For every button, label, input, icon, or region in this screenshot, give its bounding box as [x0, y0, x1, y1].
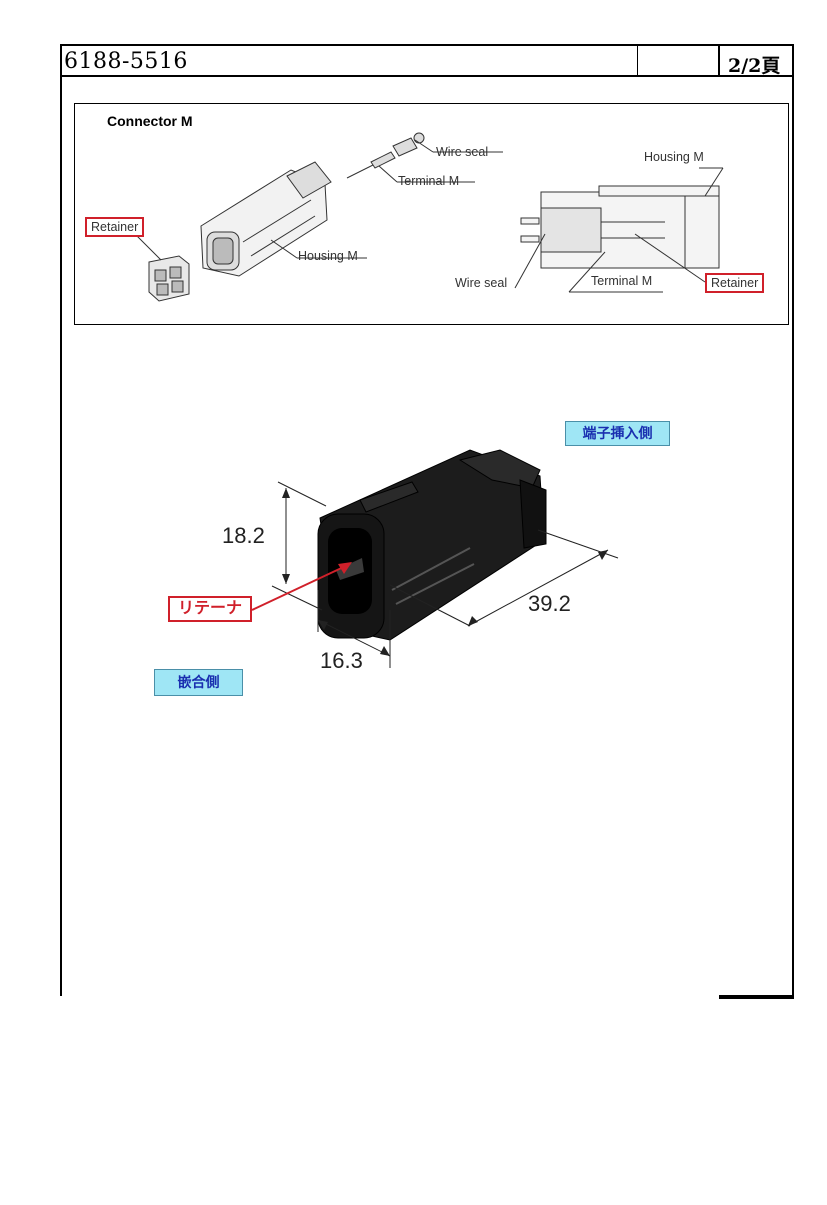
label-terminal-top: Terminal M [398, 174, 460, 188]
header-divider [718, 46, 720, 75]
housing-rib [395, 563, 475, 605]
document-number: 6188-5516 [64, 49, 188, 74]
document-header: 6188-5516 2/2頁 [60, 44, 794, 77]
dimension-arrows [282, 488, 608, 656]
leader-line [270, 239, 298, 259]
retainer-callout: リテーナ [168, 596, 252, 622]
leader-line [378, 165, 398, 183]
label-wire-seal-top: Wire seal [436, 145, 489, 159]
frame-bottom-stub [719, 995, 794, 999]
frame-right-border [792, 44, 794, 996]
label-housing-right: Housing M [644, 150, 704, 164]
exploded-view-title: Connector M [107, 113, 193, 129]
label-retainer-left: Retainer [85, 217, 145, 237]
dimension-height: 18.2 [222, 523, 265, 548]
exploded-view-panel: Connector M Wire seal Terminal M Retaine… [74, 103, 789, 325]
leader-line [136, 235, 162, 261]
leader-line [704, 167, 724, 197]
retainer-arrowhead [338, 562, 352, 574]
cross-section-drawing [520, 185, 720, 269]
exploded-view-illustration [136, 132, 724, 302]
connector-dimension-drawing [251, 449, 619, 668]
retainer-part [148, 255, 190, 302]
label-terminal-bottom: Terminal M [591, 274, 653, 288]
housing-part [200, 161, 332, 277]
terminal-insertion-side-tag: 端子挿入側 [565, 421, 670, 446]
label-wire-seal-bottom: Wire seal [455, 276, 508, 290]
header-divider [637, 46, 638, 75]
dimension-lines [271, 481, 619, 668]
leader-line [634, 233, 706, 283]
mating-side-tag: 嵌合側 [154, 669, 243, 696]
page-indicator: 2/2頁 [728, 55, 781, 77]
leader-line [514, 233, 546, 289]
dimension-length: 39.2 [528, 591, 571, 616]
leader-line [414, 139, 434, 153]
housing-rib [391, 547, 471, 591]
frame-left-border [60, 44, 62, 996]
dimension-width: 16.3 [320, 648, 363, 673]
connector-front-face [317, 513, 385, 639]
retainer-arrow-line [251, 563, 351, 611]
label-retainer-right: Retainer [705, 273, 765, 293]
leader-line [568, 251, 606, 293]
label-housing-left: Housing M [298, 249, 358, 263]
